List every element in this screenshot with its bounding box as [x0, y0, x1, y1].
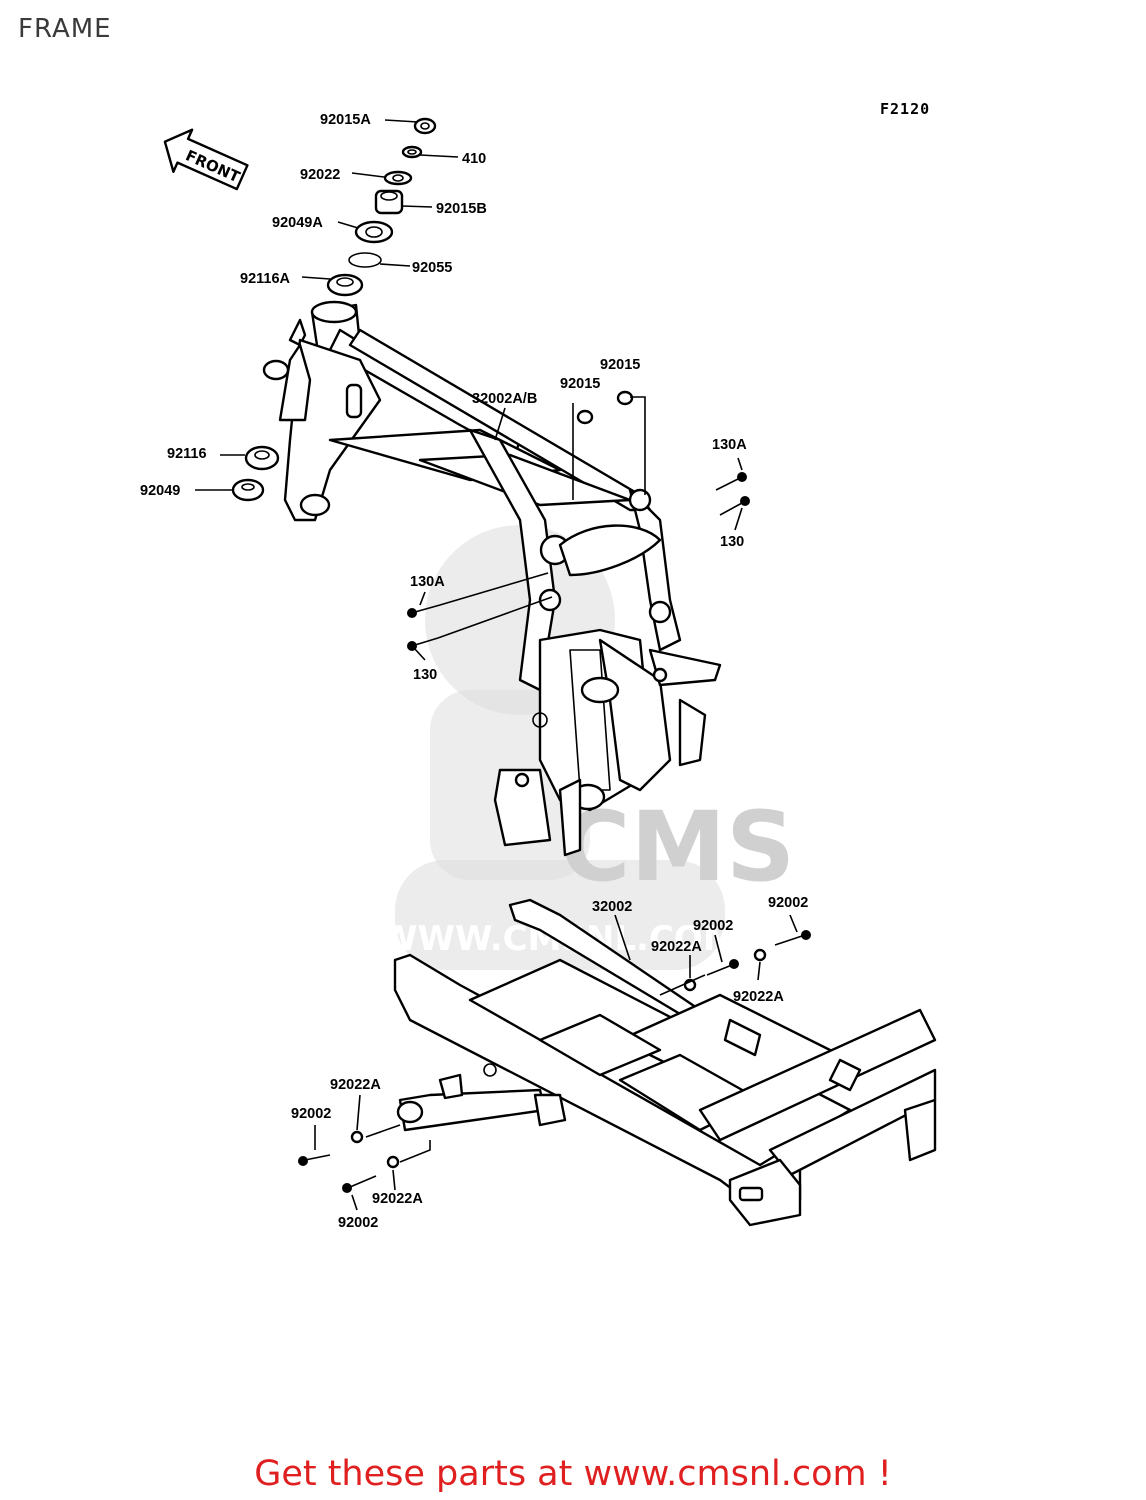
- front-arrow-icon: FRONT: [163, 128, 249, 191]
- bolt-icon: [407, 604, 441, 618]
- washer-icon: [350, 1130, 364, 1144]
- steering-stem-parts: [326, 117, 437, 297]
- callout-92116a: 92116A: [240, 271, 291, 287]
- nut-icon: [616, 390, 634, 406]
- bushing-icon: [231, 478, 265, 502]
- callout-92049a: 92049A: [272, 215, 323, 231]
- callout-labels: 92015A 410 92022 92015B 92049A 92055 921…: [140, 112, 808, 1231]
- callout-92015a: 92015A: [320, 112, 371, 128]
- callout-130-lower: 130: [413, 667, 437, 683]
- callout-410: 410: [462, 151, 486, 167]
- callout-92015-left: 92015: [560, 376, 600, 392]
- callout-92002-left-lower: 92002: [338, 1215, 378, 1231]
- leader-lines: [195, 119, 798, 1211]
- callout-32002ab: 32002A/B: [472, 391, 537, 407]
- bolt-icon: [706, 959, 739, 976]
- cta-link[interactable]: Get these parts at www.cmsnl.com !: [254, 1454, 892, 1494]
- fasteners: [231, 390, 811, 1193]
- page-title: FRAME: [18, 14, 112, 44]
- callout-92116: 92116: [167, 446, 207, 462]
- callout-130a-upper: 130A: [712, 437, 747, 453]
- callout-92015b: 92015B: [436, 201, 487, 217]
- callout-32002: 32002: [592, 899, 632, 915]
- washer-icon: [386, 1155, 400, 1169]
- callout-92049: 92049: [140, 483, 180, 499]
- bolt-icon: [719, 496, 750, 516]
- callout-92022: 92022: [300, 167, 340, 183]
- callout-92055: 92055: [412, 260, 452, 276]
- main-frame: [262, 300, 722, 857]
- callout-92002-far-right: 92002: [768, 895, 808, 911]
- bolt-icon: [298, 1154, 331, 1166]
- watermark-brand: CMS: [560, 791, 795, 903]
- bushing-icon: [244, 445, 280, 471]
- callout-92002-right: 92002: [693, 918, 733, 934]
- bolt-icon: [715, 472, 747, 491]
- diagram-code: F2120: [880, 100, 931, 118]
- callout-92022a-right-lower: 92022A: [733, 989, 784, 1005]
- callout-130-upper: 130: [720, 534, 744, 550]
- callout-92022a-left-lower: 92022A: [372, 1191, 423, 1207]
- callout-92022a-right-upper: 92022A: [651, 939, 702, 955]
- bolt-icon: [342, 1175, 377, 1193]
- rear-subframe: [393, 898, 937, 1227]
- callout-130a-lower: 130A: [410, 574, 445, 590]
- nut-icon: [576, 409, 594, 425]
- bolt-icon: [774, 930, 811, 946]
- callout-92002-left-upper: 92002: [291, 1106, 331, 1122]
- washer-icon: [753, 948, 767, 962]
- callout-92015-right: 92015: [600, 357, 640, 373]
- callout-92022a-left-upper: 92022A: [330, 1077, 381, 1093]
